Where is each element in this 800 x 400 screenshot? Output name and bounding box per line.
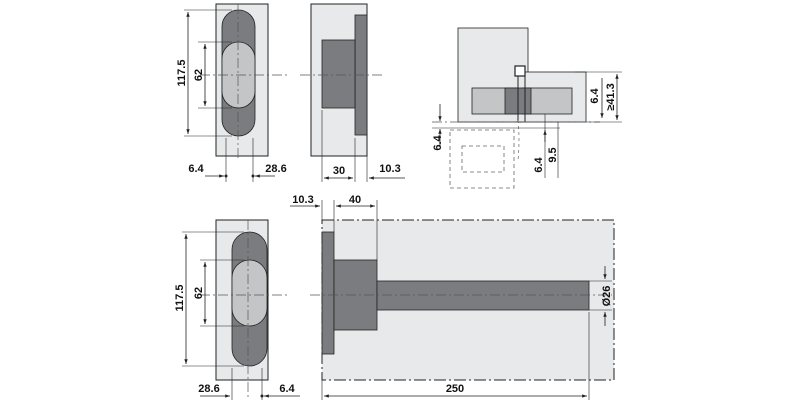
dim-door-thickness-label: ≥41.3: [605, 83, 617, 110]
dim-spacing-label: 62: [193, 69, 205, 81]
dim-depth-label: 30: [333, 165, 345, 177]
swing-arc: [517, 119, 520, 161]
dim-leaf-offset-label: 6.4: [533, 156, 545, 172]
hinge-slot-inner-bottom: [231, 259, 268, 327]
dim-leaf-depth-label: 9.5: [547, 147, 559, 162]
dim-flange-label: 10.3: [379, 163, 400, 175]
dim-height-label-bottom: 117.5: [174, 285, 186, 312]
open-door-phantom: [449, 129, 515, 189]
top-side-view: 30 10.3: [300, 3, 405, 182]
dim-flange-label-bottom: 10.3: [292, 194, 313, 206]
bottom-side-view: 10.3 40 Ø26 250: [290, 194, 615, 400]
dim-left-offset-label: 6.4: [188, 163, 204, 175]
installed-section-view: 6.4 6.4 ≥41.3 6.4 9.5: [432, 27, 622, 189]
hinge-body: [321, 39, 356, 109]
hinge-flange-bottom: [321, 231, 335, 355]
dim-reveal-label: 6.4: [589, 87, 601, 103]
dim-right-offset-label-bottom: 6.4: [279, 383, 295, 395]
dim-gap-thickness-label: 6.4: [432, 134, 444, 150]
dim-diameter-label: Ø26: [601, 286, 613, 307]
dim-right-offset-label: 28.6: [265, 163, 286, 175]
dim-height-label: 117.5: [176, 60, 188, 87]
bottom-front-view: 117.5 62 28.6 6.4: [174, 219, 300, 400]
hinge-pin: [376, 280, 590, 311]
dim-spacing-label-bottom: 62: [193, 287, 205, 299]
dim-body-label: 40: [349, 194, 361, 206]
dim-left-offset-label-bottom: 28.6: [198, 383, 219, 395]
dim-length-label: 250: [446, 383, 464, 395]
hinge-pivot: [514, 65, 526, 77]
top-front-view: 117.5 62 6.4 28.6: [176, 3, 290, 182]
